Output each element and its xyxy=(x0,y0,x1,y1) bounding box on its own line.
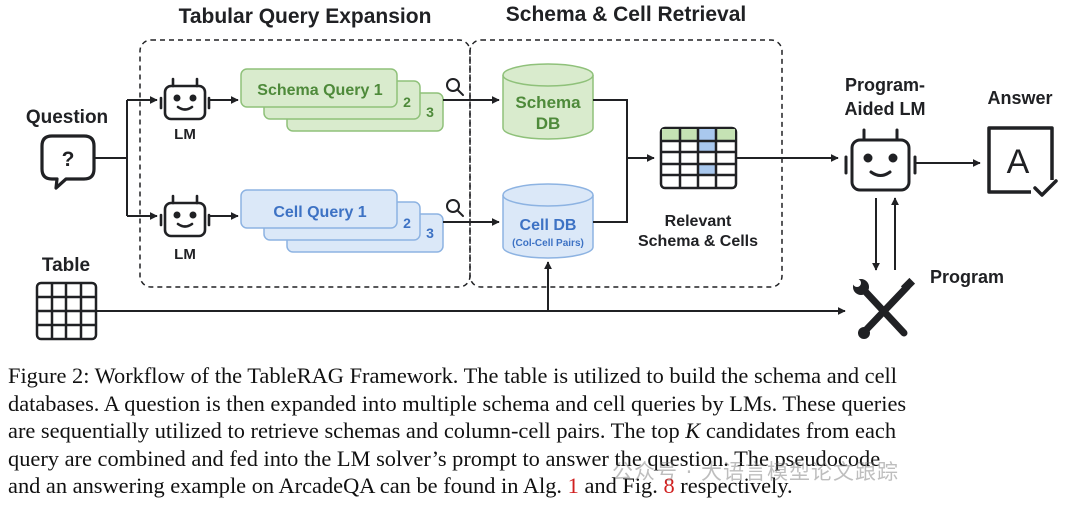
question-bubble-icon: ? xyxy=(40,134,96,190)
answer-check-icon: A xyxy=(987,126,1058,197)
caption-line-5-a: and an answering example on ArcadeQA can… xyxy=(8,473,563,499)
caption-line-5: and an answering example on ArcadeQA can… xyxy=(8,472,1074,500)
cell-query-card-1 xyxy=(240,189,398,229)
schema-query-3-label: 3 xyxy=(426,104,434,120)
cell-db-label-line2: (Col-Cell Pairs) xyxy=(512,238,584,249)
cell-query-1-label: Cell Query 1 xyxy=(273,204,366,221)
watermark-text: 公众号 · 大语言模型论文跟踪 xyxy=(612,460,900,484)
question-mark-glyph: ? xyxy=(62,148,75,171)
table-grid-icon xyxy=(659,126,738,190)
schema-query-1-label: Schema Query 1 xyxy=(257,82,383,99)
caption-line-2: databases. A question is then expanded i… xyxy=(8,390,907,416)
lm-label-top: LM xyxy=(174,126,196,143)
cell-query-2-label: 2 xyxy=(403,215,411,231)
robot-icon xyxy=(159,77,211,121)
retrieval-box xyxy=(469,39,783,288)
heading-schema-cell-retrieval: Schema & Cell Retrieval xyxy=(506,3,746,26)
pal-label-line1: Program- xyxy=(845,75,925,95)
cell-query-stack: Cell Query 1 2 3 xyxy=(240,189,444,253)
magnifier-icon xyxy=(446,78,464,96)
caption-ref-alg[interactable]: 1 xyxy=(567,473,579,499)
db-merge-connector xyxy=(593,99,628,223)
schema-db-label-line1: Schema xyxy=(515,93,581,112)
cell-query-3-label: 3 xyxy=(426,225,434,241)
caption-line-1: Figure 2: Workflow of the TableRAG Frame… xyxy=(8,363,897,388)
table-label: Table xyxy=(42,255,90,276)
caption-line-4: query are combined and fed into the LM s… xyxy=(8,445,881,471)
heading-tabular-query-expansion: Tabular Query Expansion xyxy=(179,5,432,28)
schema-query-card-1 xyxy=(240,68,398,108)
lm-label-bottom: LM xyxy=(174,246,196,263)
table-grid-icon xyxy=(35,281,98,341)
database-icon: Schema DB xyxy=(502,63,594,140)
caption-line-5-c: respectively. xyxy=(680,473,793,499)
pal-label-line2: Aided LM xyxy=(845,99,926,119)
caption-line-5-b: and Fig. xyxy=(584,473,658,499)
caption-line-3-rest: candidates from each xyxy=(705,418,897,444)
question-label: Question xyxy=(26,107,108,128)
cell-db-label-line1: Cell DB xyxy=(520,217,577,234)
schema-query-2-label: 2 xyxy=(403,94,411,110)
caption-ref-fig[interactable]: 8 xyxy=(663,473,675,499)
relevant-label-line2: Schema & Cells xyxy=(638,233,758,250)
program-label: Program xyxy=(930,267,1004,287)
caption-line-3: are sequentially utilized to retrieve sc… xyxy=(8,417,1074,445)
caption-math-k: K xyxy=(685,418,701,444)
answer-glyph: A xyxy=(1007,143,1030,181)
schema-db-label-line2: DB xyxy=(536,114,561,133)
tools-icon xyxy=(853,277,916,339)
robot-icon xyxy=(844,128,917,192)
tablerag-workflow-diagram: Tabular Query Expansion Schema & Cell Re… xyxy=(26,3,1058,341)
answer-label: Answer xyxy=(987,88,1052,108)
relevant-label-line1: Relevant xyxy=(665,213,732,230)
query-expansion-box xyxy=(139,39,471,288)
magnifier-icon xyxy=(446,199,464,217)
database-icon: Cell DB (Col-Cell Pairs) xyxy=(502,183,594,259)
figure-caption: Figure 2: Workflow of the TableRAG Frame… xyxy=(8,362,1074,500)
caption-line-3-text: are sequentially utilized to retrieve sc… xyxy=(8,418,680,444)
schema-query-stack: Schema Query 1 2 3 xyxy=(240,68,444,132)
robot-icon xyxy=(159,194,211,238)
question-split-connector xyxy=(94,100,128,216)
